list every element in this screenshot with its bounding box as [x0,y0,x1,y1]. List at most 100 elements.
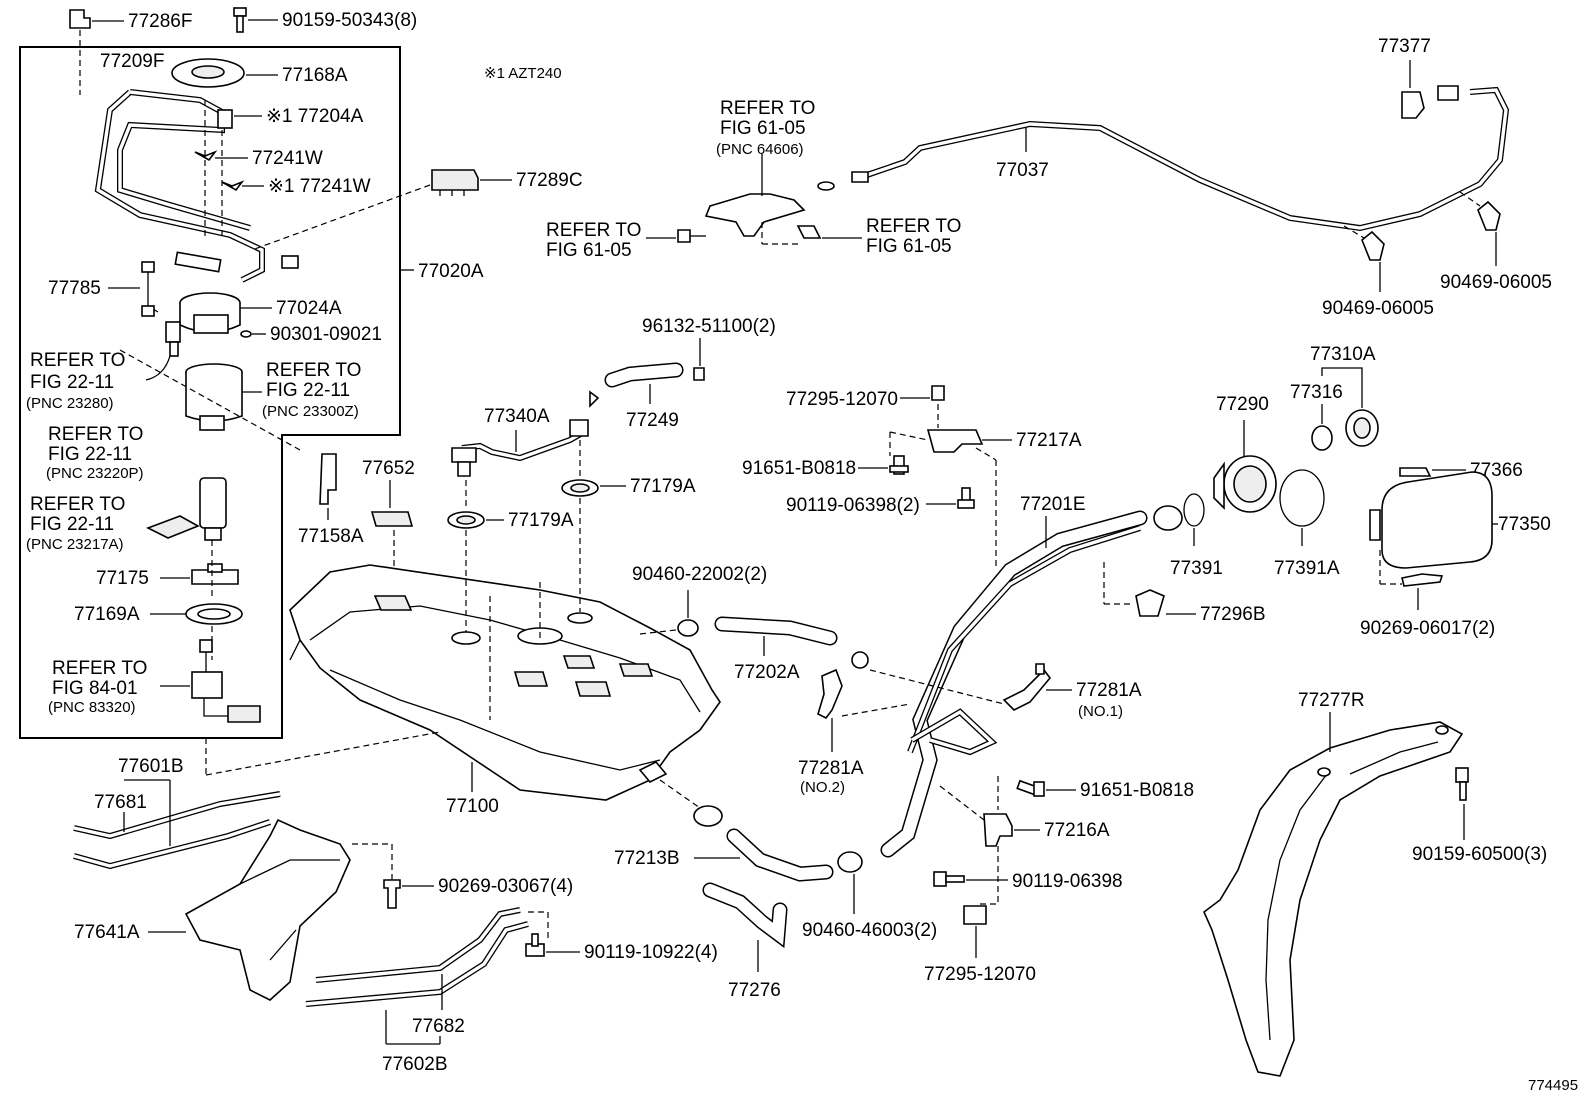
ring-77391: 77391 [1170,493,1223,579]
part-number-77024a: 77024A [276,298,342,319]
part-number-77295-12070-2: 77295-12070 [924,964,1036,985]
part-number-90269-06017: 90269-06017(2) [1360,618,1495,639]
connector-77289c: 77289C [251,169,583,251]
ring-77391a: 77391A [1274,469,1340,579]
svg-text:REFER TO: REFER TO [52,658,147,679]
svg-text:REFER TO: REFER TO [48,424,143,445]
bracket-77217a: 77217A [889,404,1082,570]
part-number-77020a: 77020A [418,261,484,282]
part-number-90460-46003: 90460-46003(2) [802,920,937,941]
part-number-77281a-no1: 77281A [1076,680,1142,701]
svg-text:(PNC 23280): (PNC 23280) [26,395,114,412]
part-number-77641a: 77641A [74,922,140,943]
svg-text:(PNC 23220P): (PNC 23220P) [46,465,144,482]
cable-77037: 77037 [817,86,1510,232]
hose-77202a: 77202A [714,616,838,683]
part-number-77286f: 77286F [128,11,192,32]
clamp-90469-a: 90469-06005 [1440,191,1552,293]
part-number-77209f: 77209F [100,51,164,72]
wire-77785: 77785 [48,261,159,317]
part-number-77100: 77100 [446,796,499,817]
part-number-91651-b0818-2: 91651-B0818 [1080,780,1194,801]
part-number-77158a: 77158A [298,526,364,547]
screw-90269-06017: 90269-06017(2) [1360,573,1495,639]
regulator [145,321,181,381]
part-number-77241w-2: ※1 77241W [268,176,371,197]
part-number-77216a: 77216A [1044,820,1110,841]
protector-77277r: 77277R [1203,690,1464,1077]
clip-77295-b: 77295-12070 [924,905,1036,985]
bolt-90269-03067: 90269-03067(4) [383,876,573,909]
clamp-90460-46003: 90460-46003(2) [802,851,937,941]
part-number-77277r: 77277R [1298,690,1365,711]
band-77601b: 77601B 77681 [73,756,281,870]
part-number-77377: 77377 [1378,36,1431,57]
svg-text:FIG 61-05: FIG 61-05 [720,118,806,139]
part-number-77213b: 77213B [614,848,680,869]
part-number-90301-09021: 90301-09021 [270,324,382,345]
cable-end-77377: 77377 [1378,36,1459,119]
illustration-code: 774495 [1528,1077,1578,1094]
svg-text:FIG 84-01: FIG 84-01 [52,678,138,699]
fuel-tank-77100: 77100 [289,564,721,817]
part-number-90119-06398-2: 90119-06398(2) [786,495,920,516]
part-number-96132-51100: 96132-51100(2) [642,316,776,337]
filler-neck-77290: 77290 [1213,394,1277,513]
part-number-77290: 77290 [1216,394,1269,415]
part-number-90159-50343: 90159-50343(8) [282,10,417,31]
bolt-90119-06398-2: 90119-06398(2) [786,487,975,516]
refer-note-6: REFER TO FIG 61-05 (PNC 64606) [716,98,815,158]
part-number-77602b: 77602B [382,1054,448,1075]
svg-text:REFER TO: REFER TO [30,350,125,371]
part-number-90269-03067: 90269-03067(4) [438,876,573,897]
bolt-91651-a: 91651-B0818 [742,432,909,479]
part-number-77202a: 77202A [734,662,800,683]
fuel-door-77350: 77350 [1369,471,1551,585]
svg-text:REFER TO: REFER TO [866,216,961,237]
bolt-90119-06398: 90119-06398 [933,871,1123,892]
clip-77158a: 77158A [298,453,364,547]
pump-assembly-frame [19,46,401,739]
refer-note-1: REFER TO FIG 22-11 (PNC 23280) [26,350,125,412]
bracket-77281a-2: 77281A (NO.2) [798,668,911,796]
footnote-azt240: ※1 AZT240 [484,65,562,82]
bracket-77641a: 77641A [74,818,351,1001]
band-77602b: 77682 77602B [305,907,529,1075]
part-number-90159-60500: 90159-60500(3) [1412,844,1547,865]
filler-pipe-77201e: 77201E [880,494,1183,858]
clip-77295-a: 77295-12070 [786,385,945,410]
clip-96132: 96132-51100(2) [642,316,776,381]
part-number-77681: 77681 [94,792,147,813]
sender-gauge [160,639,261,723]
gasket-90301: 90301-09021 [240,324,382,345]
fuel-tube-77209f [94,89,265,283]
bracket-77175: 77175 [96,563,239,589]
bolt-90159-50343: 90159-50343(8) [233,7,417,33]
clamp-90460-22002: 90460-22002(2) [632,564,767,637]
part-number-77295-12070: 77295-12070 [786,389,898,410]
clamp-small [851,651,869,669]
hose-77213b: 77213B [614,779,834,882]
svg-text:(PNC 23217A): (PNC 23217A) [26,536,124,553]
bracket-77216a: 77216A [939,785,1110,905]
part-number-77296b: 77296B [1200,604,1266,625]
part-number-90119-10922: 90119-10922(4) [584,942,718,963]
svg-text:FIG 22-11: FIG 22-11 [48,444,132,465]
part-number-77281a-no2: 77281A [798,758,864,779]
refer-note-2: REFER TO FIG 22-11 (PNC 23300Z) [262,360,361,420]
part-number-77204a: ※1 77204A [266,106,364,127]
svg-text:FIG 22-11: FIG 22-11 [266,380,350,401]
svg-text:(PNC 64606): (PNC 64606) [716,141,804,158]
part-number-77276: 77276 [728,980,781,1001]
part-number-77249: 77249 [626,410,679,431]
refer-note-8: REFER TO FIG 61-05 [796,216,961,257]
hose-77276: 77276 [702,882,788,1001]
retainer-77241w: 77241W [194,148,323,169]
part-number-91651-b0818: 91651-B0818 [742,458,856,479]
svg-text:FIG 61-05: FIG 61-05 [866,236,952,257]
part-number-77217a: 77217A [1016,430,1082,451]
gasket-77169a: 77169A [74,603,243,625]
svg-text:FIG 22-11: FIG 22-11 [30,372,114,393]
refer-note-7: REFER TO FIG 61-05 [546,220,706,261]
